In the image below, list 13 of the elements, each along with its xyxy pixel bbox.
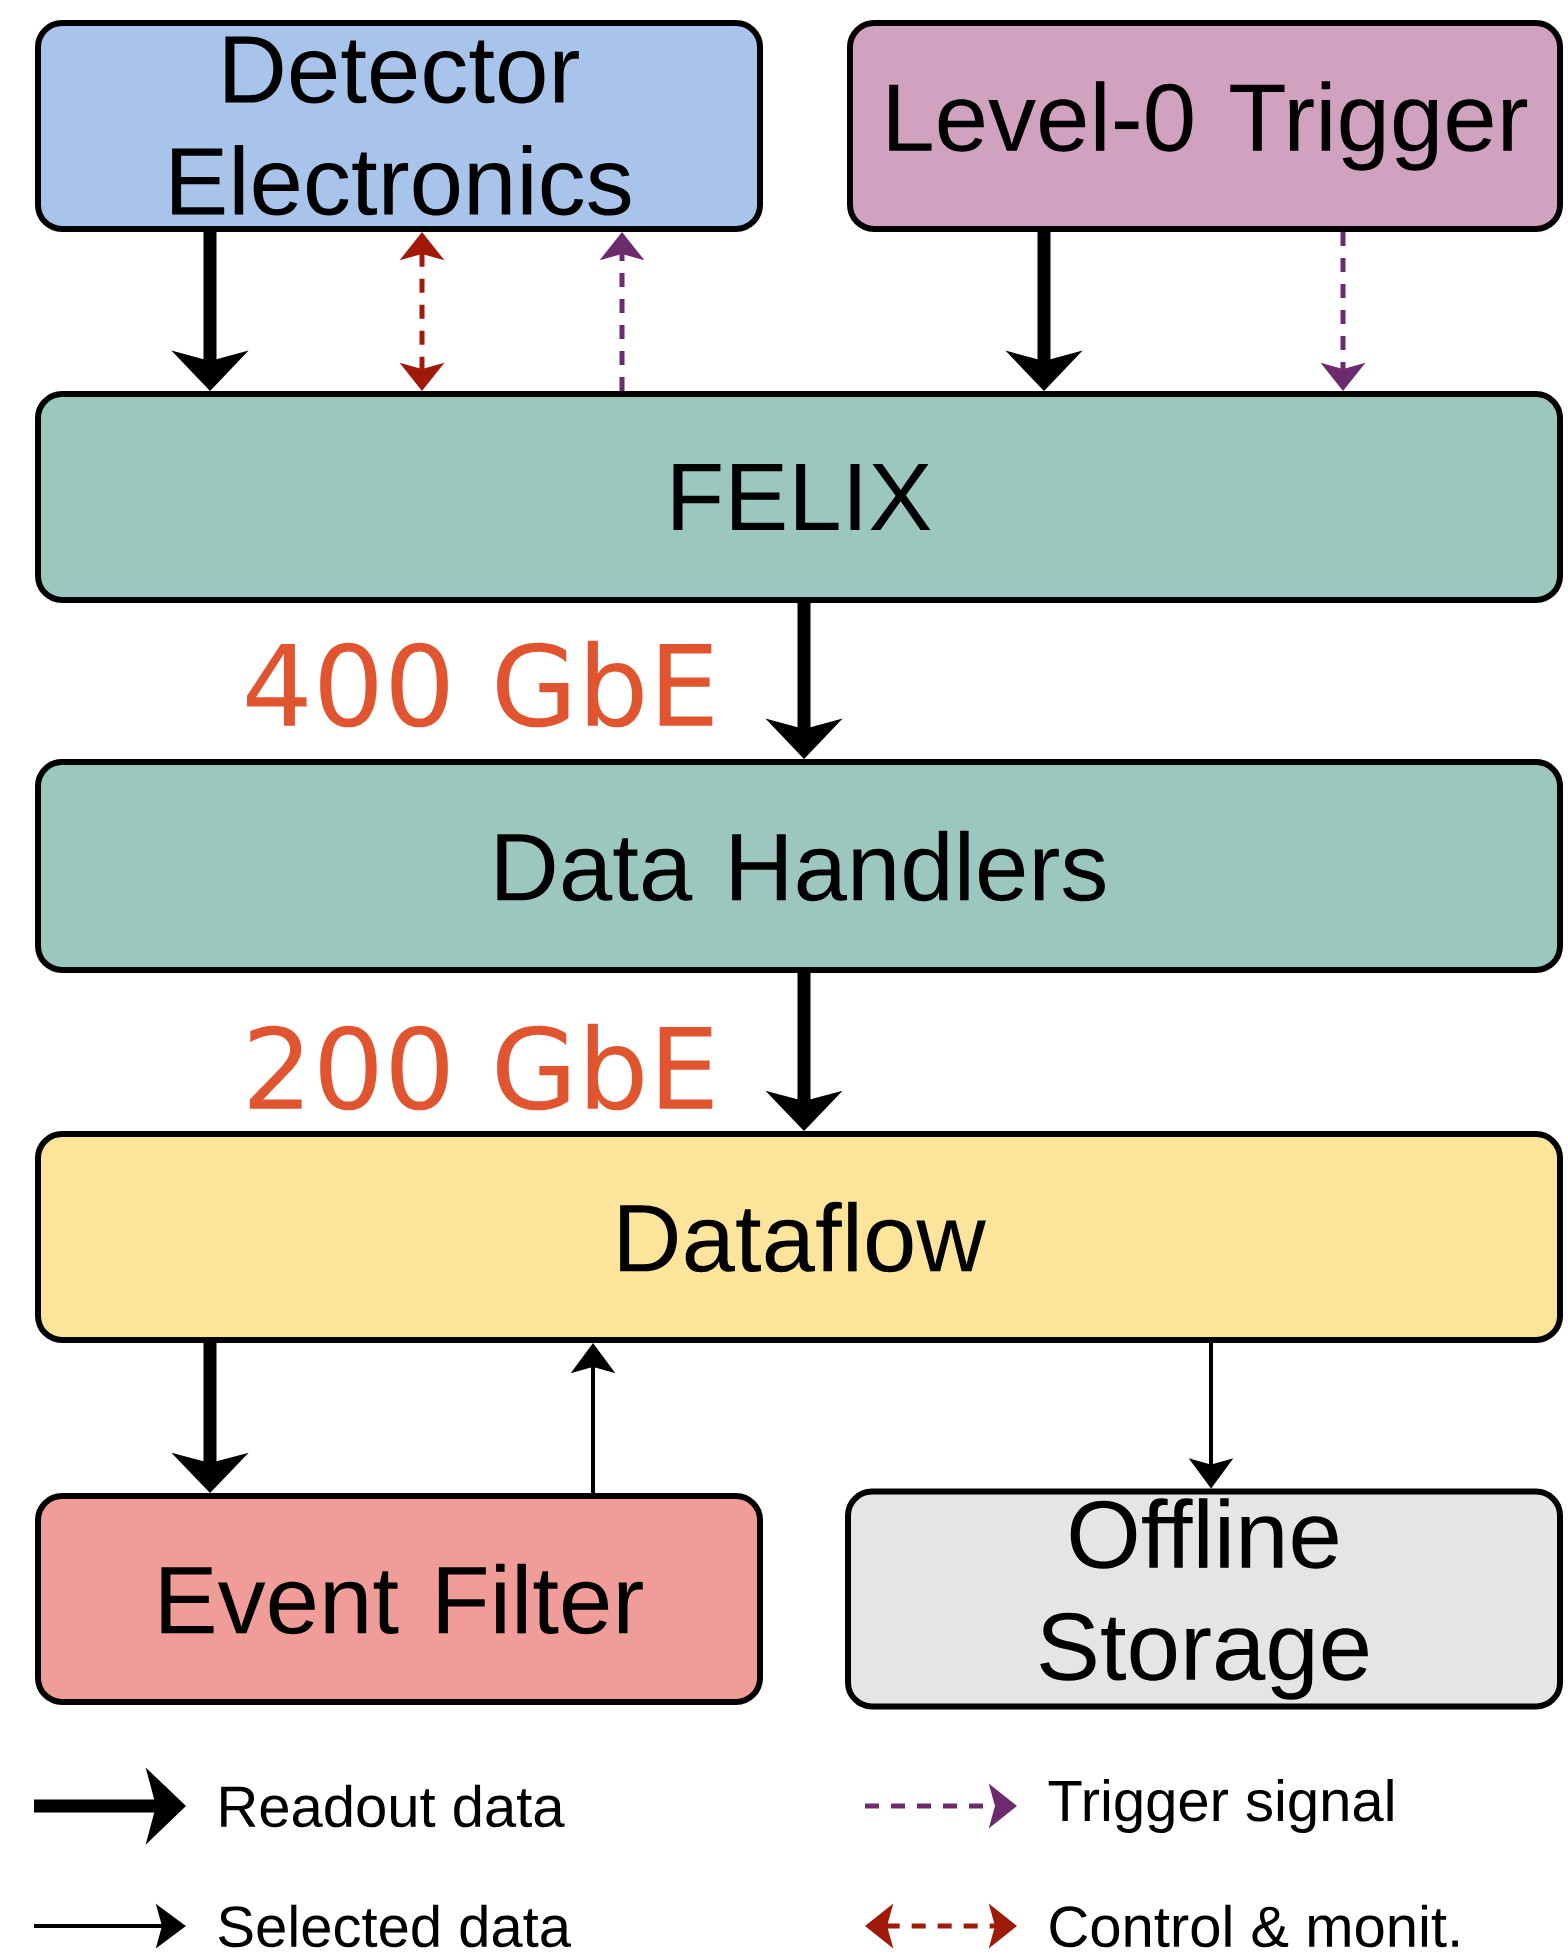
process-box: Level-0 Trigger <box>847 20 1564 232</box>
legend-label: Selected data <box>219 1904 571 1948</box>
process-box: Dataflow <box>35 1131 1564 1343</box>
legend-label: Control & monit. <box>1050 1904 1458 1948</box>
process-box: Event Filter <box>35 1493 763 1705</box>
legend-label: Trigger signal <box>1048 1779 1393 1834</box>
process-box: FELIX <box>35 391 1564 603</box>
edge-label: 400 GbE <box>239 638 722 730</box>
process-box: Data Handlers <box>35 759 1564 973</box>
process-box: Detector Electronics <box>35 20 763 232</box>
edge-label: 200 GbE <box>239 1021 722 1113</box>
legend-label: Readout data <box>221 1784 565 1828</box>
process-box: Offline Storage <box>845 1488 1564 1710</box>
